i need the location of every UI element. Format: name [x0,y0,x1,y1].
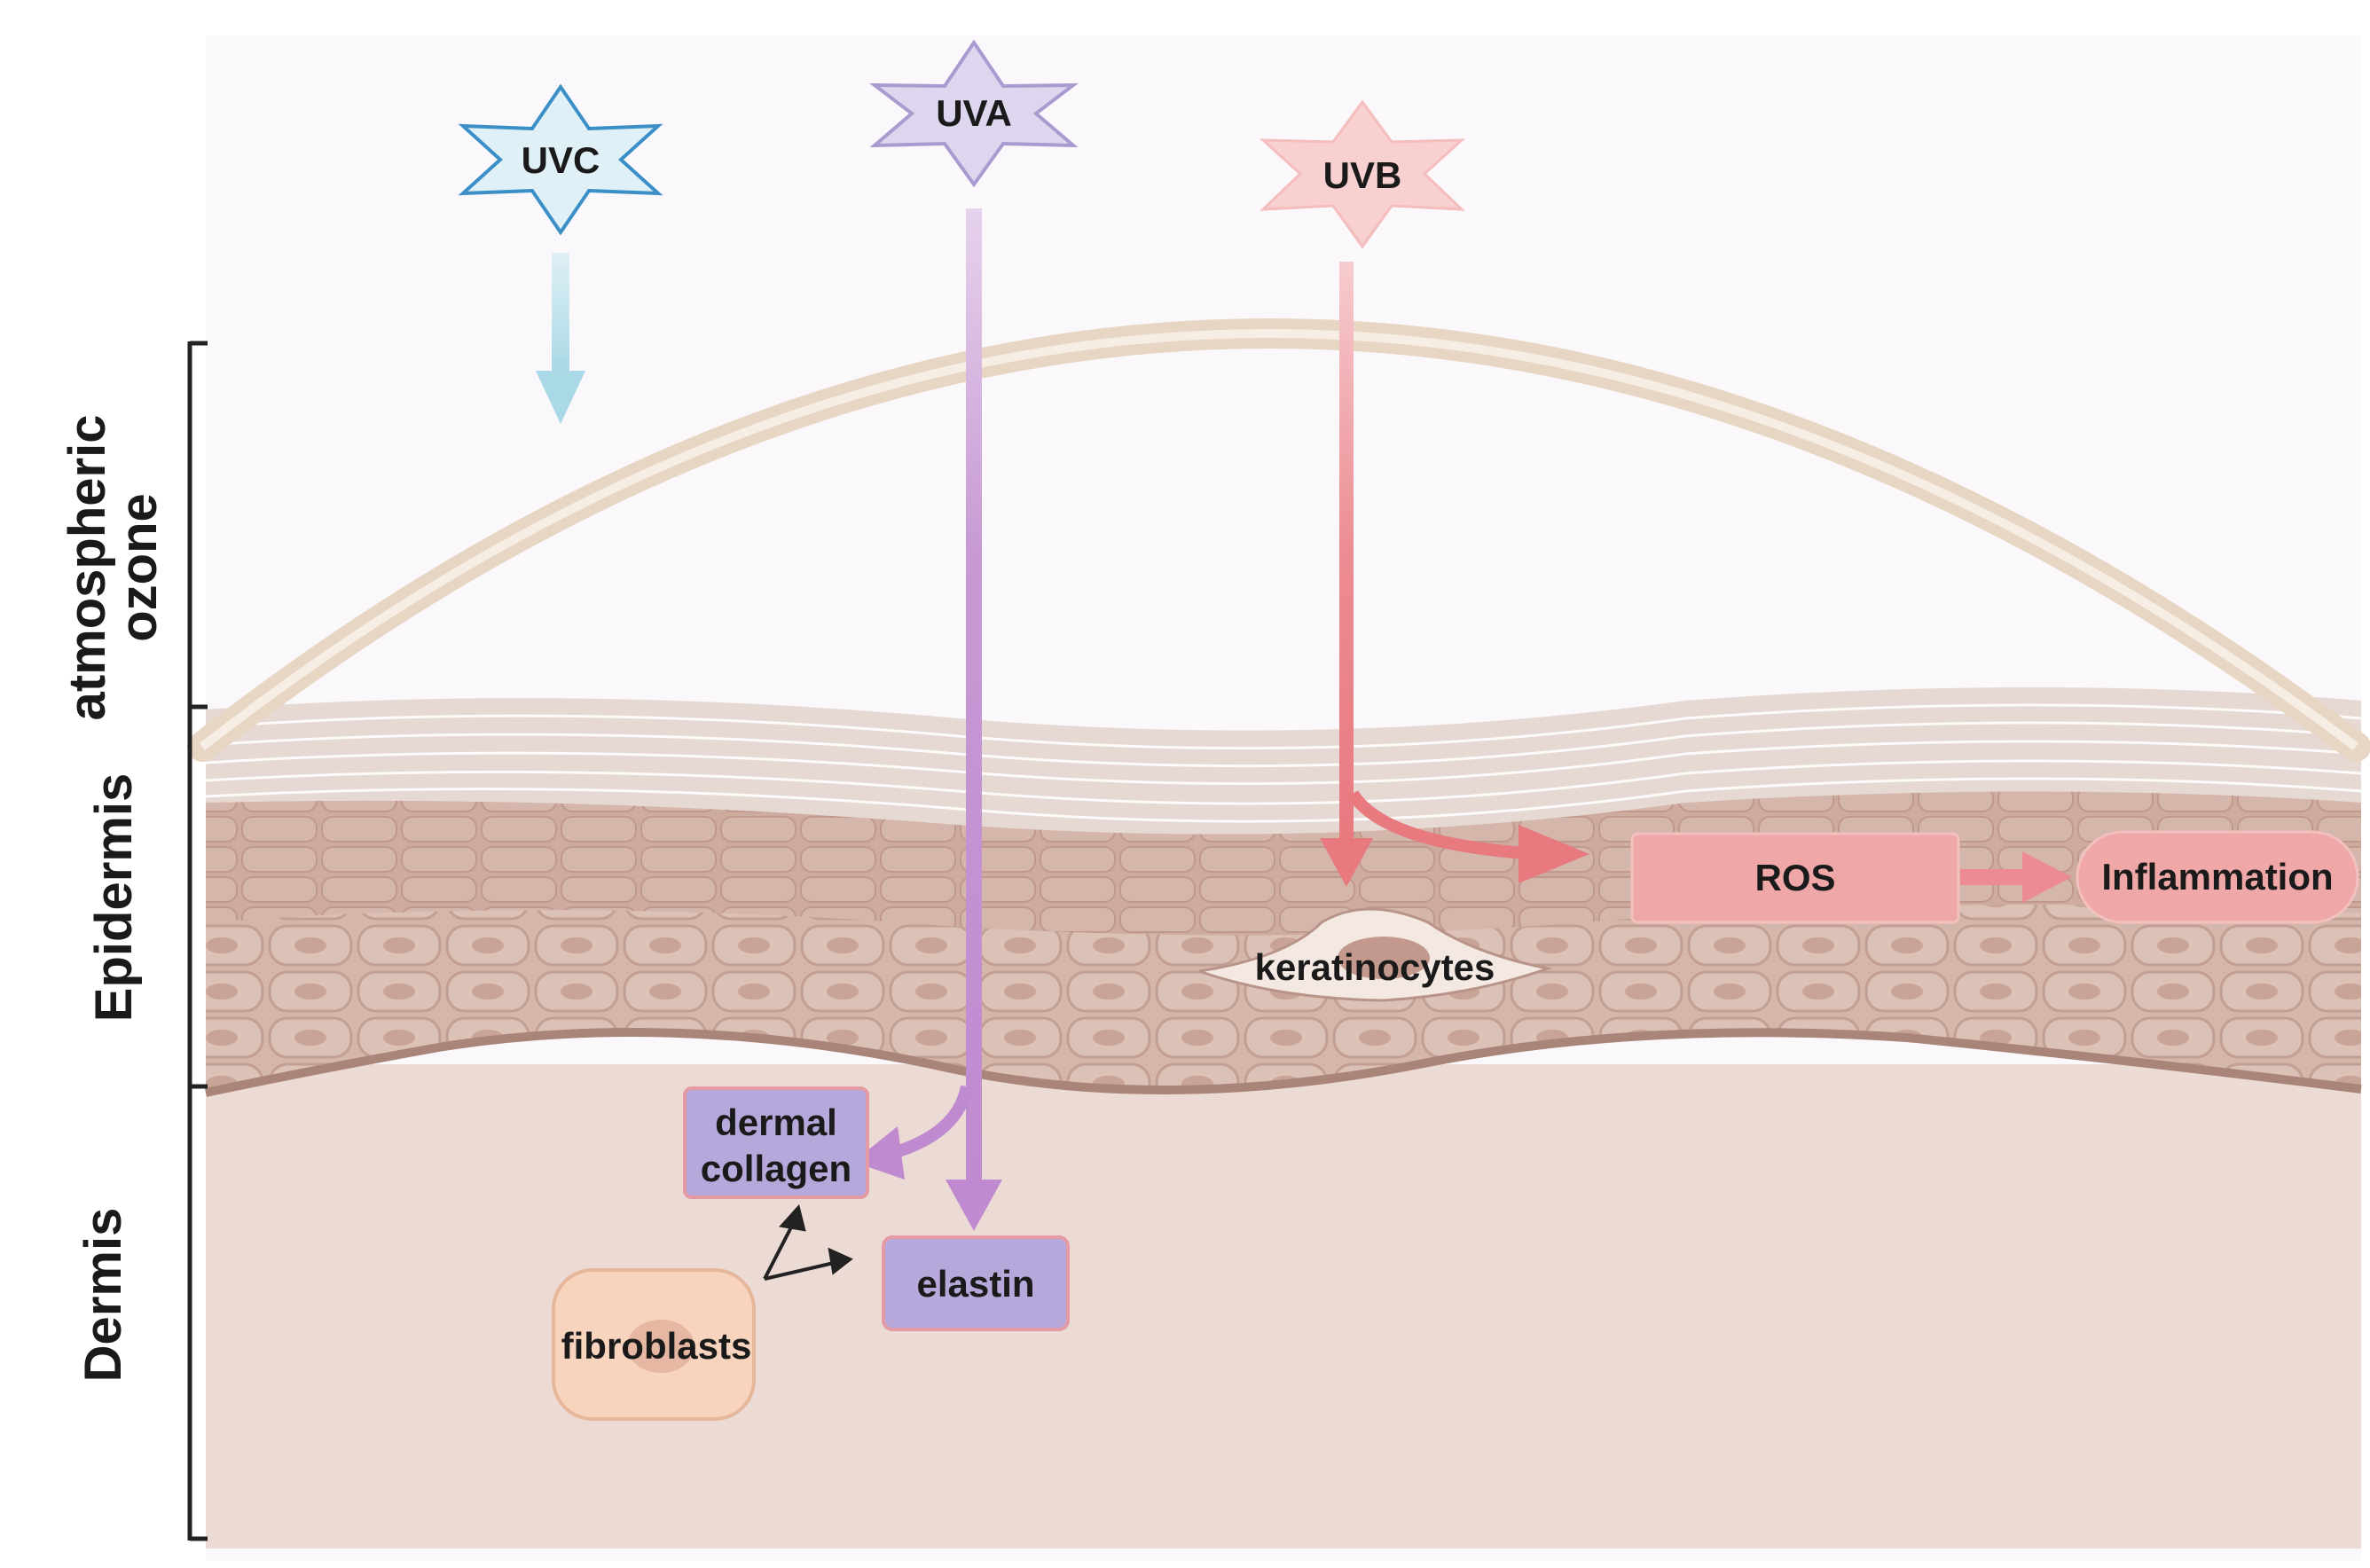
dermal-collagen-label-line2: collagen [701,1148,851,1189]
uvb-ros-arrow-head [1519,825,1589,883]
ros-inflammation-arrow-head [2022,851,2072,903]
uvc-arrow-head [536,371,585,424]
ros-box [1630,832,1960,924]
ozone-arc-highlight [199,329,2359,750]
ozone-label-line1: atmospheric [59,415,116,721]
uvb-arrow-shaft [1339,262,1354,847]
keratinocytes-label: keratinocytes [1255,946,1495,988]
elastin-box [882,1235,1070,1331]
uvb-star-icon [1259,99,1466,249]
ozone-label-line2: ozone [110,493,168,642]
uvc-label: UVC [522,139,600,181]
fibroblasts-label: fibroblasts [561,1325,752,1367]
corneum-lines [205,703,2362,823]
keratinocyte-nucleus-icon [1338,937,1430,979]
epidermis-label: Epidermis [85,773,143,1022]
uva-collagen-branch [885,1085,973,1161]
uvb-ros-branch [1347,789,1526,859]
layer-bracket [187,341,208,1541]
uvc-arrow-shaft [552,253,569,372]
uvb-arrow-head [1320,838,1373,887]
fibroblast-output-arrows [763,1203,853,1281]
uvc-star-icon [458,83,663,236]
basement-membrane [204,1028,2362,1097]
ros-inflammation-arrow-shaft [1960,869,2028,885]
uva-arrow-shaft [966,208,982,1188]
stratum-corneum [206,687,2361,835]
uva-label: UVA [936,92,1012,134]
dermal-collagen-box [683,1086,869,1199]
uva-star-icon [868,39,1079,188]
inflammation-label: Inflammation [2101,856,2333,898]
uva-arrow-head [946,1180,1002,1231]
fibroblast-nucleus-icon [627,1320,695,1373]
ros-label: ROS [1754,857,1835,898]
inflammation-box [2076,830,2359,924]
dermis-label: Dermis [75,1208,132,1383]
dermal-collagen-label-line1: dermal [715,1102,837,1143]
elastin-label: elastin [916,1263,1034,1305]
dermis-layer [206,1064,2361,1548]
uvb-label: UVB [1323,154,1402,196]
